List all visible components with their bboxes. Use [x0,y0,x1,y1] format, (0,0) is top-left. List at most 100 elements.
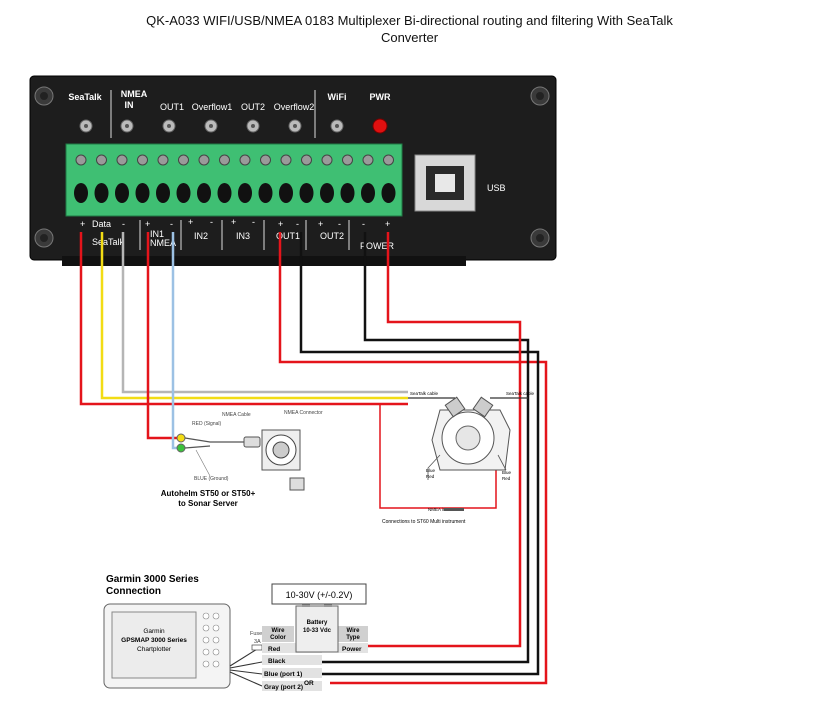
garmin-section: Garmin 3000 Series Connection Garmin GPS… [103,574,368,691]
terminal-screw-icon [280,154,292,166]
screen-line-3: Chartplotter [137,646,172,653]
terminal-hole [381,183,396,203]
terminal-hole [217,183,232,203]
autohelm-section: RED (Signal) NMEA Cable BLUE (Ground) NM… [161,410,323,508]
chartplotter-icon [103,603,231,689]
pin-minus-6: - [338,219,341,229]
pin-plus-2: + [145,219,150,229]
header-wire-color-1: Wire [272,628,286,634]
header-wire-type-1: Wire [347,628,361,634]
label-nmea-cable: NMEA Cable [222,412,251,418]
title-line-2: Converter [380,30,439,45]
screen-line-2: GPSMAP 3000 Series [121,637,187,644]
label-wifi: WiFi [328,92,347,102]
terminal-screw-icon [260,154,271,166]
battery-line-1: Battery [307,620,328,626]
terminal-hole [320,183,334,203]
label-blue-ground: BLUE (Ground) [194,476,229,482]
label-seatalk-cable-left: SeaTalk cable [410,391,439,396]
terminal-screw-icon [96,154,107,166]
terminal-hole [74,183,88,203]
wire-out1-black [299,232,540,676]
screen-line-1: Garmin [143,628,165,635]
pin-plus-3: + [188,217,193,227]
terminal-hole [340,183,355,203]
terminal-screw-icon [239,154,251,166]
voltage-label: 10-30V (+/-0.2V) [286,590,353,600]
usb-port: USB [414,154,506,212]
pin-minus-7: - [362,219,365,229]
pin-minus-1: - [122,219,125,229]
group-out1: OUT1 [276,231,300,241]
row-type-power: Power [342,646,362,653]
pin-plus-1: + [80,219,85,229]
wire-in1-red [146,232,178,440]
row-color-red: Red [268,646,280,653]
terminal-screw-icon [219,154,230,166]
power-led-icon [372,118,388,134]
pin-plus-7: + [385,219,390,229]
terminal-hole [299,183,314,203]
label-st60-red-left: Red [426,474,435,479]
terminal-screw-icon [362,154,374,166]
wire-power-red [266,232,522,648]
row-color-blue: Blue (port 1) [264,671,302,678]
label-overflow1: Overflow1 [192,102,233,112]
label-in: IN [125,100,134,110]
st60-caption: Connections to ST60 Multi instrument [382,519,466,525]
label-usb: USB [487,183,506,193]
group-nmea: NMEA [150,238,176,248]
wire-in1-blue [171,232,178,450]
label-seatalk-cable-right: SeaTalk cable [506,391,535,396]
terminal-screw-icon [321,154,333,166]
label-pwr: PWR [370,92,391,102]
label-or: OR [304,680,314,687]
terminal-screw-icon [137,154,148,166]
label-st60-blue-right: Blue [502,470,512,475]
label-seatalk: SeaTalk [68,92,102,102]
header-wire-color-2: Color [270,635,286,641]
wires [79,232,548,685]
terminal-hole [238,183,252,203]
label-nmea: NMEA [121,89,148,99]
terminal-screw-icon [198,154,210,166]
group-out2: OUT2 [320,231,344,241]
label-out1: OUT1 [160,102,184,112]
terminal-screw-icon [116,154,128,166]
pin-plus-6: + [318,219,323,229]
group-in3: IN3 [236,231,250,241]
terminal-hole [156,183,170,203]
terminal-screw-icon [342,154,353,166]
terminal-hole [135,183,150,203]
garmin-title-2: Connection [106,586,161,597]
screw-icon [34,86,550,248]
pin-minus-3: - [210,217,213,227]
nmea-connector-icon [261,429,305,491]
terminal-screw-icon [383,154,394,166]
label-fuse: Fuse [250,631,262,637]
terminal-hole [197,183,211,203]
wire-seatalk-red [79,232,408,406]
label-st60-red-right: Red [502,476,511,481]
group-seatalk: SeaTalk [92,237,125,247]
wire-st60-red [379,404,497,509]
st60-instrument: SeaTalk cable SeaTalk cable Blue Red Blu… [382,391,535,525]
wire-seatalk-gray [121,232,408,394]
pin-minus-4: - [252,217,255,227]
terminal-hole [176,183,191,203]
terminal-screw-icon [75,154,87,166]
led-indicators [79,118,388,134]
label-nmea-connector: NMEA Connector [284,410,323,416]
label-overflow2: Overflow2 [274,102,315,112]
multiplexer-device: SeaTalk NMEA IN OUT1 Overflow1 OUT2 Over… [29,75,557,266]
group-in2: IN2 [194,231,208,241]
terminal-hole [94,183,109,203]
wire-seatalk-yellow [100,232,408,400]
garmin-title-1: Garmin 3000 Series [106,574,199,585]
terminal-block [65,143,403,217]
group-power: POWER [360,241,395,251]
battery-icon [295,602,339,653]
pin-minus-5: - [296,219,299,229]
terminal-screw-icon [157,154,169,166]
autohelm-caption-1: Autohelm ST50 or ST50+ [161,489,256,498]
